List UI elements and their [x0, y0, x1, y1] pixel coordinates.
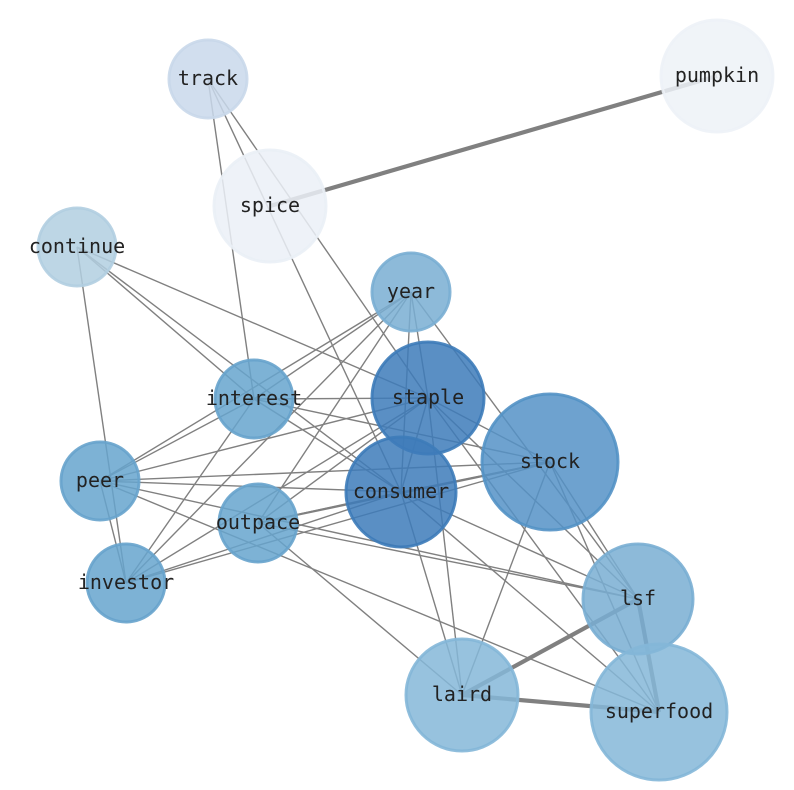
node-label: interest [206, 386, 302, 410]
edge-year-outpace [257, 291, 412, 524]
edge-peer-superfood [99, 480, 660, 713]
node-peer[interactable]: peer [59, 440, 141, 522]
node-circle[interactable] [36, 206, 118, 288]
node-label: pumpkin [675, 63, 759, 87]
node-circle[interactable] [59, 440, 141, 522]
node-label: staple [392, 385, 464, 409]
node-label: laird [432, 682, 492, 706]
edge-track-staple [207, 78, 429, 399]
edge-outpace-lsf [257, 522, 639, 600]
edge-continue-staple [76, 246, 429, 399]
node-label: consumer [353, 479, 449, 503]
node-interest[interactable]: interest [206, 358, 302, 440]
edge-continue-investor [76, 246, 127, 584]
node-track[interactable]: track [167, 38, 249, 120]
edge-peer-lsf [99, 480, 639, 600]
node-year[interactable]: year [370, 251, 452, 333]
node-consumer[interactable]: consumer [344, 435, 458, 549]
node-circle[interactable] [344, 435, 458, 549]
node-circle[interactable] [659, 18, 775, 134]
node-label: continue [29, 234, 125, 258]
node-label: year [387, 279, 435, 303]
nodes-layer: track pumpkin spice continue year interest sta… [29, 18, 775, 782]
node-pumpkin[interactable]: pumpkin [659, 18, 775, 134]
node-outpace[interactable]: outpace [216, 482, 300, 564]
node-continue[interactable]: continue [29, 206, 125, 288]
node-label: investor [78, 570, 174, 594]
node-label: lsf [620, 586, 656, 610]
node-circle[interactable] [589, 642, 729, 782]
edge-peer-stock [99, 461, 551, 482]
node-circle[interactable] [404, 637, 520, 753]
node-circle[interactable] [213, 358, 295, 440]
node-label: outpace [216, 510, 300, 534]
node-staple[interactable]: staple [370, 340, 486, 456]
node-stock[interactable]: stock [480, 392, 620, 532]
node-circle[interactable] [480, 392, 620, 532]
node-circle[interactable] [85, 542, 167, 624]
node-lsf[interactable]: lsf [581, 542, 695, 656]
node-circle[interactable] [370, 251, 452, 333]
node-spice[interactable]: spice [212, 148, 328, 264]
node-label: peer [76, 468, 124, 492]
edge-investor-stock [125, 461, 551, 584]
node-superfood[interactable]: superfood [589, 642, 729, 782]
node-investor[interactable]: investor [78, 542, 174, 624]
edge-year-investor [125, 291, 412, 584]
node-label: superfood [605, 699, 713, 723]
node-label: stock [520, 449, 580, 473]
edge-pumpkin-spice [269, 73, 718, 209]
node-laird[interactable]: laird [404, 637, 520, 753]
node-label: track [178, 66, 238, 90]
node-circle[interactable] [167, 38, 249, 120]
node-circle[interactable] [217, 482, 299, 564]
node-label: spice [240, 193, 300, 217]
node-circle[interactable] [212, 148, 328, 264]
